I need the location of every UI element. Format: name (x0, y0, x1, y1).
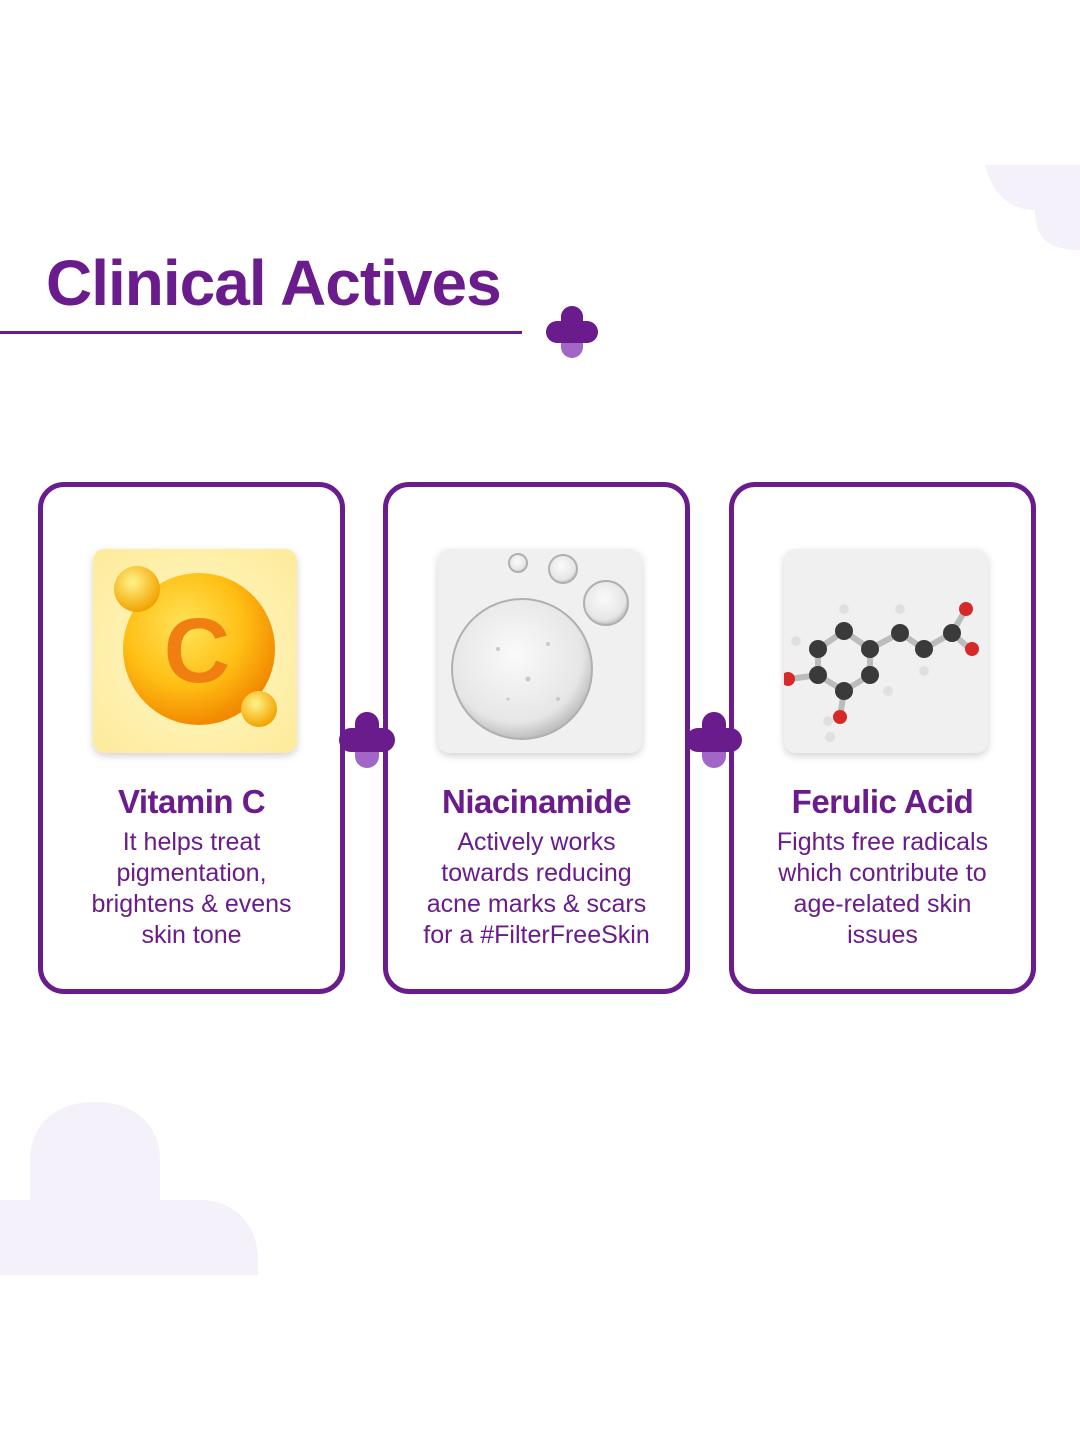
plus-cross-icon (546, 306, 598, 358)
decorative-blob-top-right (985, 165, 1080, 250)
active-card-niacinamide: Niacinamide Actively works towards reduc… (383, 482, 690, 994)
svg-text:C: C (164, 600, 230, 702)
card-description: Fights free radicals which contribute to… (776, 828, 989, 949)
active-card-ferulic-acid: Ferulic Acid Fights free radicals which … (729, 482, 1036, 994)
molecule-icon (784, 549, 988, 753)
vitamin-c-orb-icon: C (93, 549, 297, 753)
card-description: Actively works towards reducing acne mar… (423, 828, 650, 949)
serum-droplet-icon (438, 549, 642, 753)
card-title: Ferulic Acid (791, 783, 974, 820)
title-underline (0, 331, 522, 334)
page-title: Clinical Actives (46, 247, 502, 319)
card-title: Vitamin C (117, 783, 266, 820)
active-card-vitamin-c: C Vitamin C It helps treat pigmentation,… (38, 482, 345, 994)
plus-cross-icon (686, 712, 742, 768)
card-description: It helps treat pigmentation, brightens &… (91, 828, 292, 949)
decorative-blob-bottom-left (0, 1102, 258, 1275)
card-title: Niacinamide (442, 783, 631, 820)
plus-cross-icon (339, 712, 395, 768)
